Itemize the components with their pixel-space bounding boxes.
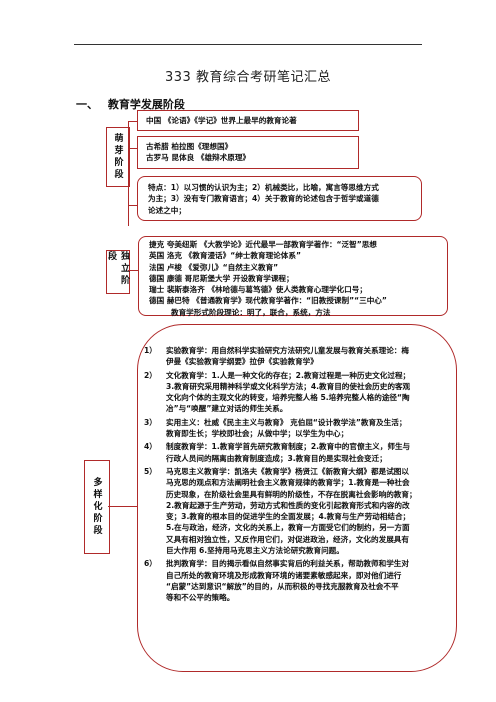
germination-western-line-2: 古罗马 昆体良 《雄辩术原理》 bbox=[146, 153, 251, 163]
connector-independent bbox=[128, 270, 138, 272]
connector-germination-2 bbox=[128, 148, 137, 150]
diversified-stage-box: 1） 实验教育学：用自然科学实验研究方法研究儿童发展与教育关系理论：梅伊曼《实验教… bbox=[137, 324, 457, 672]
diversified-item: 1） 实验教育学：用自然科学实验研究方法研究儿童发展与教育关系理论：梅伊曼《实验教… bbox=[144, 345, 417, 368]
diversified-item-line: 又具有相对独立性，又反作用它们，对促进政治，经济，文化的发展具有 bbox=[166, 534, 409, 544]
germination-features-line-1: 特点：1）以习惯的认识为主；2）机械类比，比喻，寓言等思维方式 bbox=[148, 183, 379, 192]
diversified-item: 5） 马克思主义教育学：凯洛夫《教育学》杨贤江《新教育大纲》都是试图以马克思的观点… bbox=[144, 466, 417, 556]
diversified-item-line: 巨大作用 6.坚持用马克思主义方法论研究教育问题。 bbox=[166, 546, 344, 556]
independent-line-5: 瑞士 裴斯泰洛齐 《林哈德与葛笃德》使人类教育心理学化口号； bbox=[149, 285, 367, 295]
diversified-item-line: 制度教育学：1.教育学首先研究教育制度；2.教育中的官僚主义，师生与 bbox=[166, 442, 411, 452]
document-title: 333 教育综合考研笔记汇总 bbox=[165, 70, 331, 85]
diversified-item-text: 制度教育学：1.教育学首先研究教育制度；2.教育中的官僚主义，师生与行政人员间的… bbox=[166, 441, 417, 464]
diversified-item-line: 变；3.教育的根本目的促进学生的全面发展；4.教育与生产劳动相结合； bbox=[166, 512, 411, 522]
diversified-item-text: 文化教育学：1.人是一种文化的存在；2.教育过程是一种历史文化过程；3.教育研究… bbox=[166, 370, 417, 415]
independent-line-6: 德国 赫巴特 《普通教育学》现代教育学著作：“旧教授课制”“三中心” bbox=[149, 296, 387, 306]
connector-diversified bbox=[108, 506, 137, 508]
independent-stage-box: 捷克 夸美纽斯 《大教学论》近代最早一部教育学著作：“泛智”思想 英国 洛克 《… bbox=[138, 236, 448, 317]
diversified-item-line: 3.教育研究采用精神科学或文化科学方法；4.教育目的使社会历史的客观 bbox=[166, 381, 411, 391]
diversified-item-line: 等和不公平的策略。 bbox=[166, 593, 235, 603]
diversified-item-line: 历史现象，在阶级社会里具有鲜明的阶级性，不存在脱离社会影响的教育； bbox=[166, 489, 417, 499]
connector-germination bbox=[128, 121, 130, 226]
section-heading: 一、 教育学发展阶段 bbox=[76, 96, 185, 112]
diversified-item-text: 马克思主义教育学：凯洛夫《教育学》杨贤江《新教育大纲》都是试图以马克思的观点和方… bbox=[166, 466, 417, 556]
connector-germination-1 bbox=[128, 121, 137, 123]
diversified-item: 3） 实用主义：杜威《民主主义与教育》 克伯屈“设计教学法”教育及生活； 教育即生长… bbox=[144, 417, 417, 440]
connector-germination-3 bbox=[128, 205, 137, 207]
germination-china-box: 中国 《论语》《学记》世界上最早的教育论著 bbox=[137, 110, 359, 131]
germination-western-line-1: 古希腊 柏拉图《理想国》 bbox=[146, 142, 233, 151]
diversified-item-line: 自己所处的教育环境及形成教育环境的诸要素敏感起来，即对他们进行 bbox=[166, 570, 402, 580]
diversified-item-line: 文化向个体的主观文化的转变，培养完整人格 5.培养完整人格的途径“陶 bbox=[166, 393, 410, 403]
germination-features-line-3: 论述之中； bbox=[148, 205, 186, 215]
diversified-item-index: 2） bbox=[144, 370, 157, 380]
diversified-item-line: 5.在与政治，经济，文化的关系上，教育一方面受它们的制约，另一方面 bbox=[166, 523, 410, 533]
independent-line-2: 英国 洛克 《教育漫话》“绅士教育理论体系” bbox=[149, 251, 301, 261]
diversified-item: 4） 制度教育学：1.教育学首先研究教育制度；2.教育中的官僚主义，师生与行政人员… bbox=[144, 441, 417, 464]
independent-line-7: 教育学形式阶段理论：明了，联合，系统，方法 bbox=[171, 307, 331, 317]
diversified-item-line: 文化教育学：1.人是一种文化的存在；2.教育过程是一种历史文化过程； bbox=[166, 370, 411, 380]
diversified-item-line: 2.教育起源于生产劳动，劳动方式和性质的变化引起教育形式和内容的改 bbox=[166, 500, 410, 510]
independent-line-4: 德国 康德 哥尼斯堡大学 开设教育学课程； bbox=[149, 273, 294, 283]
diversified-item-line: 马克思的观点和方法阐明社会主义教育规律的教育学；1.教育是一种社会 bbox=[166, 478, 410, 488]
diversified-item-line: 批判教育学：目的揭示看似自然事实背后的利益关系，帮助教师和学生对 bbox=[166, 559, 409, 569]
diversified-item-line: 实用主义：杜威《民主主义与教育》 克伯屈“设计教学法”教育及生活； bbox=[166, 417, 407, 427]
diversified-items: 1） 实验教育学：用自然科学实验研究方法研究儿童发展与教育关系理论：梅伊曼《实验教… bbox=[144, 345, 417, 606]
diversified-item-text: 批判教育学：目的揭示看似自然事实背后的利益关系，帮助教师和学生对自己所处的教育环… bbox=[166, 558, 417, 603]
top-rule bbox=[74, 44, 422, 45]
diversified-item-line: 行政人员间的隔离由教育制度造成；3.教育目的是实现社会变迁； bbox=[166, 453, 387, 463]
diversified-item-line: 实验教育学：用自然科学实验研究方法研究儿童发展与教育关系理论：梅 bbox=[166, 346, 409, 355]
stage-label-independent: 独立阶段 bbox=[106, 250, 130, 294]
section-title: 教育学发展阶段 bbox=[107, 98, 185, 111]
diversified-item-index: 6） bbox=[144, 559, 157, 569]
diversified-item: 2） 文化教育学：1.人是一种文化的存在；2.教育过程是一种历史文化过程；3.教育… bbox=[144, 370, 417, 415]
germination-features-line-2: 为主；3）没有专门教育语言；4）关于教育的论述包含于哲学或道德 bbox=[148, 194, 379, 204]
diversified-item: 6） 批判教育学：目的揭示看似自然事实背后的利益关系，帮助教师和学生对自己所处的教… bbox=[144, 558, 417, 603]
diversified-item-text: 实用主义：杜威《民主主义与教育》 克伯屈“设计教学法”教育及生活； 教育即生长；学… bbox=[166, 417, 417, 440]
diversified-item-line: 教育即生长；学校即社会；从做中学；以学生为中心； bbox=[166, 429, 349, 439]
stage-label-diversified: 多样化阶段 bbox=[84, 460, 110, 554]
diversified-item-line: 伊曼《实验教育学纲要》拉伊《实验教育学》 bbox=[166, 357, 318, 367]
diversified-item-index: 4） bbox=[144, 442, 157, 452]
germination-features-box: 特点：1）以习惯的认识为主；2）机械类比，比喻，寓言等思维方式 为主；3）没有专… bbox=[137, 176, 422, 221]
stage-label-germination: 萌芽阶段 bbox=[106, 127, 130, 187]
diversified-item-line: “启蒙”达到意识“解放”的目的，从而积极的寻找克服教育及社会不平 bbox=[166, 581, 399, 591]
diversified-item-text: 实验教育学：用自然科学实验研究方法研究儿童发展与教育关系理论：梅伊曼《实验教育学… bbox=[166, 345, 417, 368]
germination-china-text: 中国 《论语》《学记》世界上最早的教育论著 bbox=[146, 116, 297, 125]
diversified-item-line: 马克思主义教育学：凯洛夫《教育学》杨贤江《新教育大纲》都是试图以 bbox=[166, 466, 409, 476]
diversified-item-index: 1） bbox=[144, 346, 157, 355]
diversified-list: 1） 实验教育学：用自然科学实验研究方法研究儿童发展与教育关系理论：梅伊曼《实验教… bbox=[144, 345, 417, 604]
independent-line-1: 捷克 夸美纽斯 《大教学论》近代最早一部教育学著作：“泛智”思想 bbox=[149, 240, 377, 249]
diversified-item-index: 5） bbox=[144, 466, 157, 476]
diversified-item-index: 3） bbox=[144, 417, 157, 427]
germination-western-box: 古希腊 柏拉图《理想国》 古罗马 昆体良 《雄辩术原理》 bbox=[137, 136, 359, 169]
independent-line-3: 法国 卢梭 《爱弥儿》“自然主义教育” bbox=[149, 262, 279, 272]
section-number: 一、 bbox=[76, 98, 98, 111]
diversified-item-line: 冶”与“唤醒”建立对话的师生关系。 bbox=[166, 404, 288, 414]
